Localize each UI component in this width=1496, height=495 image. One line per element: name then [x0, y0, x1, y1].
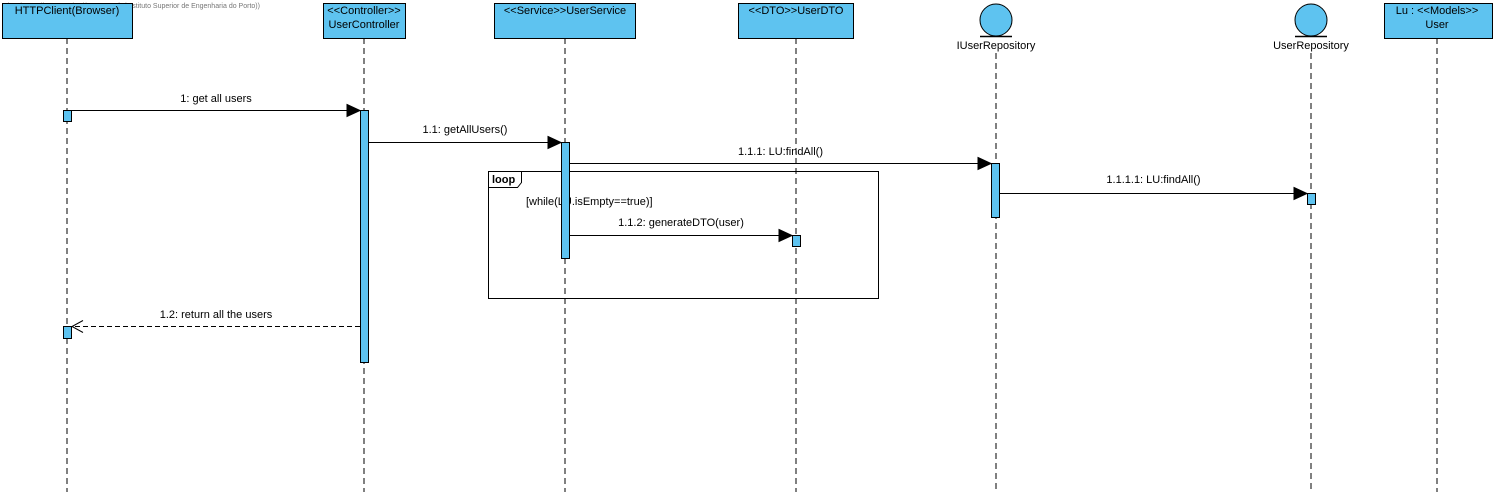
participant-label: HTTPClient(Browser) — [15, 5, 120, 17]
fragment-tab — [488, 171, 522, 188]
participant-label: User — [1425, 19, 1449, 31]
activation-service — [561, 142, 570, 259]
loop-fragment: loop [while(LU.isEmpty==true)] — [488, 171, 879, 299]
fragment-guard: [while(LU.isEmpty==true)] — [526, 196, 653, 208]
message-1[interactable]: 1: get all users — [72, 93, 362, 118]
message-3[interactable]: 1.1.1: LU:findAll() — [570, 146, 993, 171]
message-label: 1: get all users — [180, 93, 252, 105]
participant-label: UserController — [329, 19, 400, 31]
filled-arrowhead-icon — [547, 135, 563, 150]
message-4[interactable]: 1.1.1.1: LU:findAll() — [1000, 174, 1309, 201]
message-label: 1.1.1: LU:findAll() — [738, 146, 823, 158]
filled-arrowhead-icon — [778, 228, 794, 243]
filled-arrowhead-icon — [346, 103, 362, 118]
participant-label: IUserRepository — [957, 40, 1036, 52]
message-label: 1.1.2: generateDTO(user) — [618, 217, 744, 229]
fragment-frame — [488, 171, 879, 299]
participant-lu[interactable]: Lu : <<Models>> User — [1384, 3, 1493, 39]
participant-box — [2, 3, 133, 39]
activation-userrepo — [1307, 193, 1316, 205]
open-arrowhead-icon — [70, 320, 84, 333]
entity-icon — [979, 3, 1013, 37]
participant-label: <<DTO>>UserDTO — [749, 5, 844, 17]
filled-arrowhead-icon — [1293, 186, 1309, 201]
filled-arrowhead-icon — [977, 156, 993, 171]
message-2[interactable]: 1.1: getAllUsers() — [369, 124, 563, 150]
participant-http[interactable]: HTTPClient(Browser) — [2, 3, 133, 39]
message-label: 1.1.1.1: LU:findAll() — [1106, 174, 1200, 186]
participant-iuserrepo[interactable]: IUserRepository — [957, 3, 1036, 52]
activation-controller — [360, 110, 369, 363]
participant-service[interactable]: <<Service>>UserService — [494, 3, 636, 39]
participant-label: UserRepository — [1273, 40, 1349, 52]
activation-http-2 — [63, 326, 72, 339]
message-label: 1.1: getAllUsers() — [423, 124, 508, 136]
entity-icon — [1294, 3, 1328, 37]
participant-label: <<Controller>> — [327, 5, 400, 17]
fragment-operator: loop — [492, 174, 515, 186]
participant-label: <<Service>>UserService — [504, 5, 626, 17]
participant-box — [738, 3, 854, 39]
participant-controller[interactable]: <<Controller>> UserController — [323, 3, 406, 39]
participant-dto[interactable]: <<DTO>>UserDTO — [738, 3, 854, 39]
message-label: 1.2: return all the users — [160, 309, 273, 321]
activation-dto — [792, 235, 801, 247]
participant-userrepo[interactable]: UserRepository — [1273, 3, 1349, 52]
activation-http-1 — [63, 110, 72, 122]
participant-label: Lu : <<Models>> — [1396, 5, 1479, 17]
participant-box — [1384, 3, 1493, 39]
message-6[interactable]: 1.2: return all the users — [70, 309, 360, 333]
participant-box — [323, 3, 406, 39]
activation-iuserrepo — [991, 163, 1000, 218]
message-5[interactable]: 1.1.2: generateDTO(user) — [570, 217, 794, 243]
participant-box — [494, 3, 636, 39]
